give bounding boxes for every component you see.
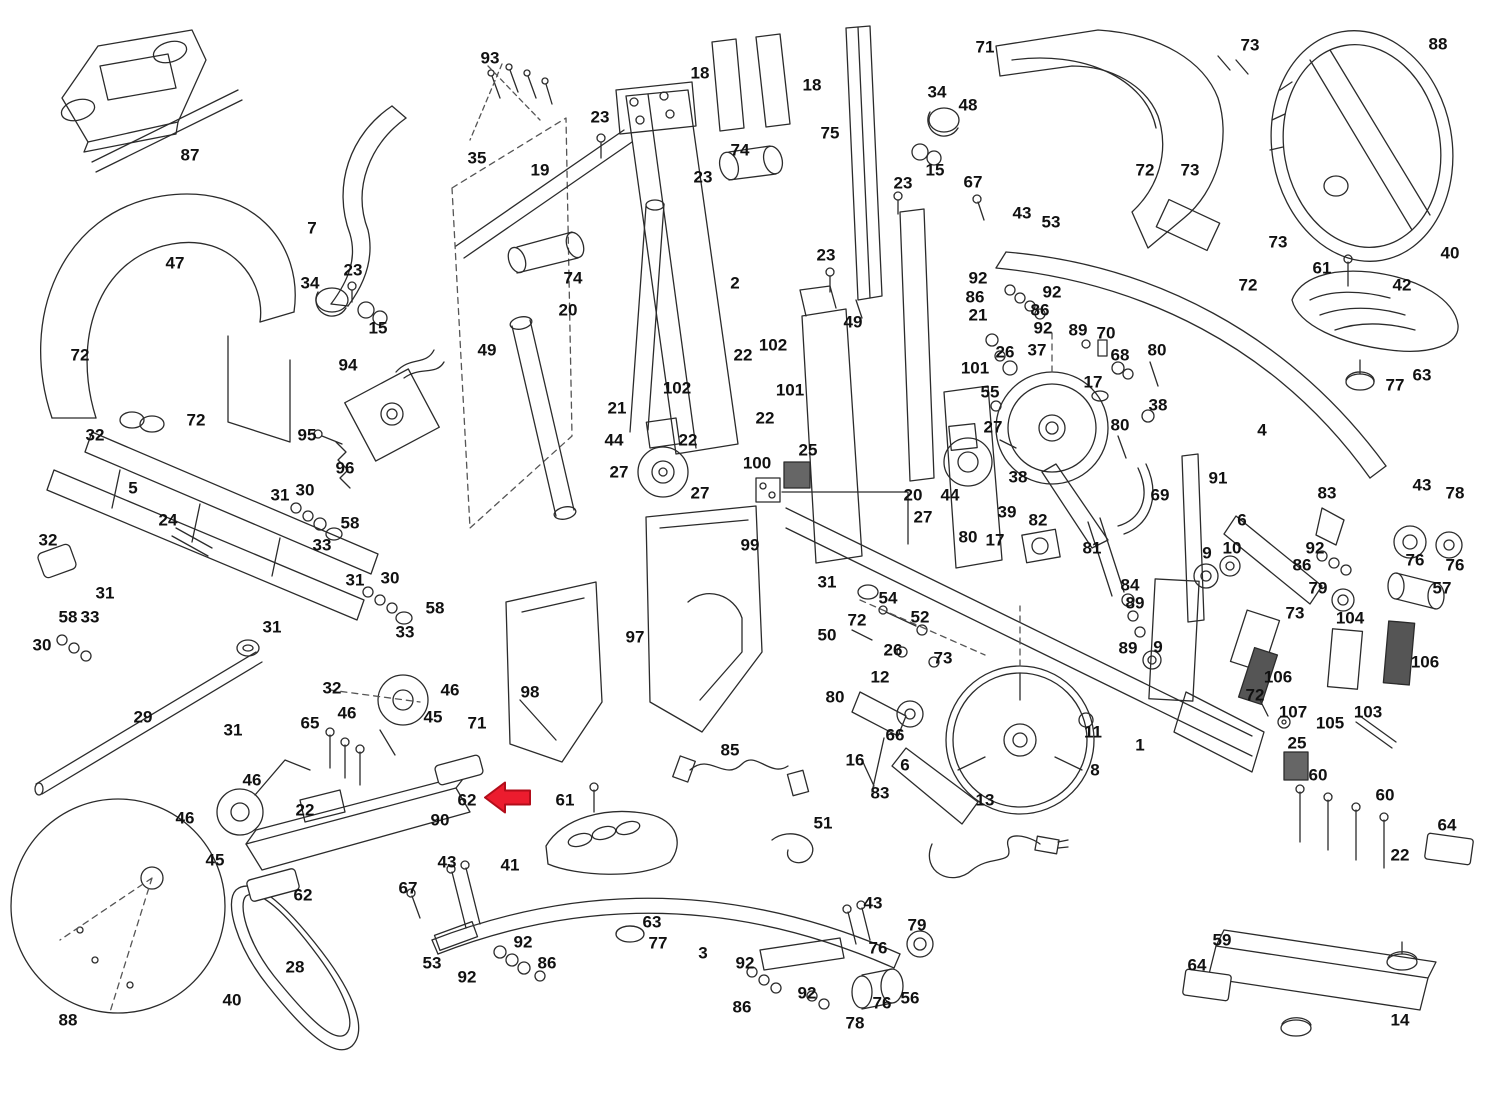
red-arrow-shape — [484, 781, 531, 814]
red-arrow-annotation — [484, 780, 532, 821]
red-arrow-icon — [484, 781, 531, 814]
